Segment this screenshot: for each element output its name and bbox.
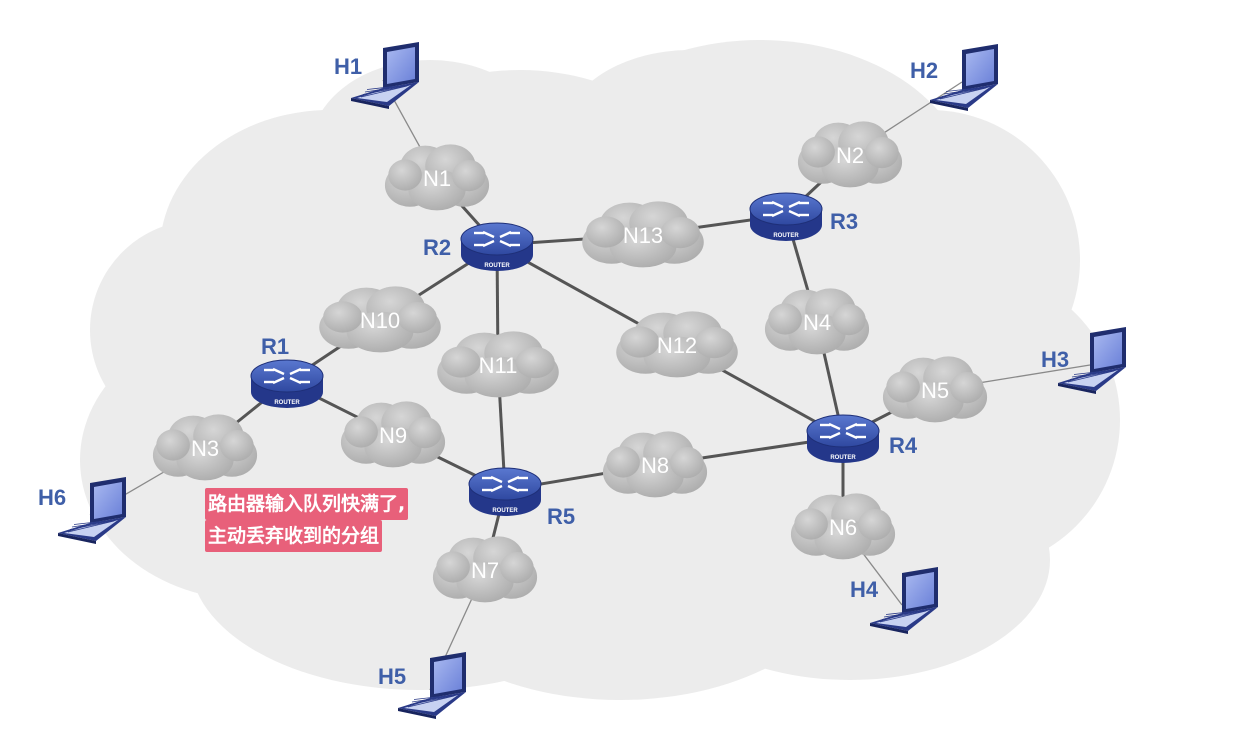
network-cloud-n4: N4 [764,288,870,355]
network-label: N10 [360,308,400,333]
router-r1: ROUTER R1 [250,334,324,408]
router-label: R3 [830,209,858,234]
network-label: N5 [921,378,949,403]
router-badge: ROUTER [830,455,856,461]
network-cloud-n6: N6 [790,493,896,560]
laptop-icon [1058,327,1126,394]
router-label: R5 [547,504,575,529]
router-r2: ROUTER R2 [423,222,534,271]
host-h3: H3 [1041,327,1126,394]
laptop-icon [58,477,126,544]
annotation-callout: 路由器输入队列快满了, 主动丢弃收到的分组 [205,488,485,552]
network-label: N12 [657,333,697,358]
laptop-icon [870,567,938,634]
network-cloud-n10: N10 [319,286,441,353]
router-icon [460,222,534,271]
router-icon [749,192,823,241]
router-label: R1 [261,334,289,359]
router-icon [250,359,324,408]
network-label: N2 [836,143,864,168]
router-icon [806,414,880,463]
host-h2: H2 [910,44,998,111]
router-icon [468,467,542,516]
network-label: N8 [641,453,669,478]
network-cloud-n12: N12 [616,311,738,378]
router-r4: ROUTER R4 [806,414,918,463]
network-label: N4 [803,310,831,335]
router-label: R4 [889,433,918,458]
network-label: N3 [191,436,219,461]
annotation-line-2: 主动丢弃收到的分组 [205,520,383,552]
network-label: N1 [423,166,451,191]
network-label: N9 [379,423,407,448]
network-label: N7 [471,558,499,583]
network-label: N11 [479,353,518,378]
host-label: H1 [334,54,362,79]
router-badge: ROUTER [492,508,518,514]
laptop-icon [351,42,419,109]
router-r5: ROUTER R5 [468,467,575,529]
router-badge: ROUTER [773,233,799,239]
network-cloud-n2: N2 [797,121,903,188]
network-label: N6 [829,515,857,540]
network-cloud-n13: N13 [582,201,704,268]
host-h1: H1 [334,42,419,109]
network-cloud-n1: N1 [384,144,490,211]
host-h5: H5 [378,652,466,719]
network-cloud-n8: N8 [602,431,708,498]
nodes-layer: N1N2N3N4N5N6N7N8N9N10N11N12N13ROUTERR1RO… [38,42,1126,719]
host-h4: H4 [850,567,938,634]
laptop-icon [398,652,466,719]
host-label: H3 [1041,347,1069,372]
network-cloud-n3: N3 [152,414,258,481]
router-r3: ROUTER R3 [749,192,858,241]
router-badge: ROUTER [274,400,300,406]
laptop-icon [930,44,998,111]
host-label: H2 [910,58,938,83]
annotation-line-1: 路由器输入队列快满了, [205,488,409,520]
network-cloud-n5: N5 [882,356,988,423]
network-cloud-n9: N9 [340,401,446,468]
host-label: H6 [38,485,66,510]
host-label: H4 [850,577,879,602]
network-cloud-n11: N11 [437,331,559,398]
router-label: R2 [423,235,451,260]
host-label: H5 [378,664,406,689]
router-badge: ROUTER [484,263,510,269]
host-h6: H6 [38,477,126,544]
network-cloud-n7: N7 [432,536,538,603]
network-label: N13 [623,223,663,248]
